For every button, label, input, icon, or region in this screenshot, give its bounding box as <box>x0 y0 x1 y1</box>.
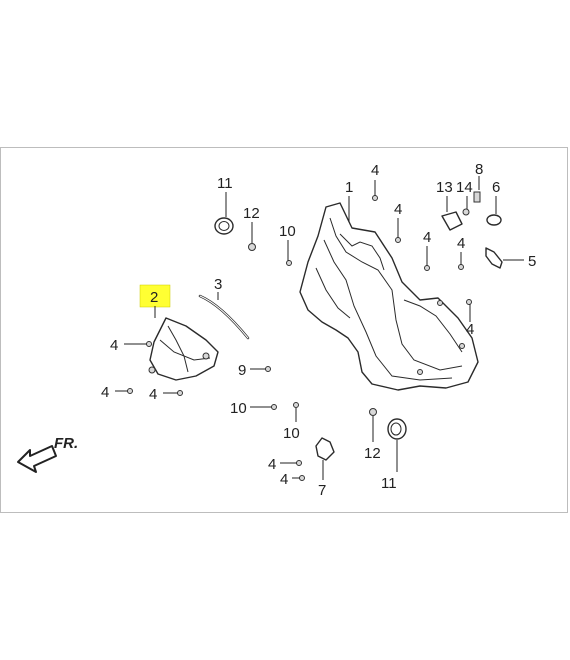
callout-4-b: 4 <box>394 201 402 218</box>
callout-12-a: 12 <box>243 205 260 222</box>
callout-4-j: 4 <box>280 471 288 488</box>
callout-7: 7 <box>318 482 326 499</box>
nut-part-12-upper <box>248 243 256 251</box>
clip-part-5 <box>485 247 503 269</box>
callout-10-c: 10 <box>283 425 300 442</box>
callout-11-b: 11 <box>381 475 397 492</box>
callout-4-d: 4 <box>457 235 465 252</box>
callout-2: 2 <box>150 289 158 306</box>
callout-4-h: 4 <box>149 386 157 403</box>
inner-cover-part-1 <box>299 202 479 391</box>
callout-4-f: 4 <box>110 337 118 354</box>
callout-4-c: 4 <box>423 229 431 246</box>
front-direction-arrow: FR. <box>17 435 78 473</box>
callout-3: 3 <box>214 276 222 293</box>
callout-13: 13 <box>436 179 453 196</box>
grommet-part-6 <box>486 214 502 226</box>
callout-11-a: 11 <box>217 175 233 192</box>
callout-4-a: 4 <box>371 162 379 179</box>
callout-10-a: 10 <box>279 223 296 240</box>
leader-lines <box>115 176 524 480</box>
callout-12-b: 12 <box>364 445 381 462</box>
clip-part-7 <box>315 437 335 461</box>
nut-part-12-lower <box>369 408 377 416</box>
screw-part-8 <box>473 191 481 203</box>
callout-4-i: 4 <box>268 456 276 473</box>
diagram-frame <box>0 147 568 513</box>
seal-strip-part-3 <box>198 294 250 340</box>
washer-part-14 <box>462 208 470 216</box>
mount-part-13 <box>441 211 463 231</box>
callout-1: 1 <box>345 179 353 196</box>
callout-14: 14 <box>456 179 473 196</box>
lower-cover-part-2 <box>148 317 219 381</box>
callout-labels: 1 2 3 4 4 4 4 4 4 4 4 4 4 4 5 6 7 8 9 10… <box>101 161 536 499</box>
front-label: FR. <box>54 435 78 452</box>
callout-4-e: 4 <box>466 321 474 338</box>
callout-6: 6 <box>492 179 500 196</box>
callout-8: 8 <box>475 161 483 178</box>
callout-4-g: 4 <box>101 384 109 401</box>
callout-9: 9 <box>238 362 246 379</box>
callout-5: 5 <box>528 253 536 270</box>
round-cap-part-11-upper <box>214 217 234 235</box>
callout-10-b: 10 <box>230 400 247 417</box>
